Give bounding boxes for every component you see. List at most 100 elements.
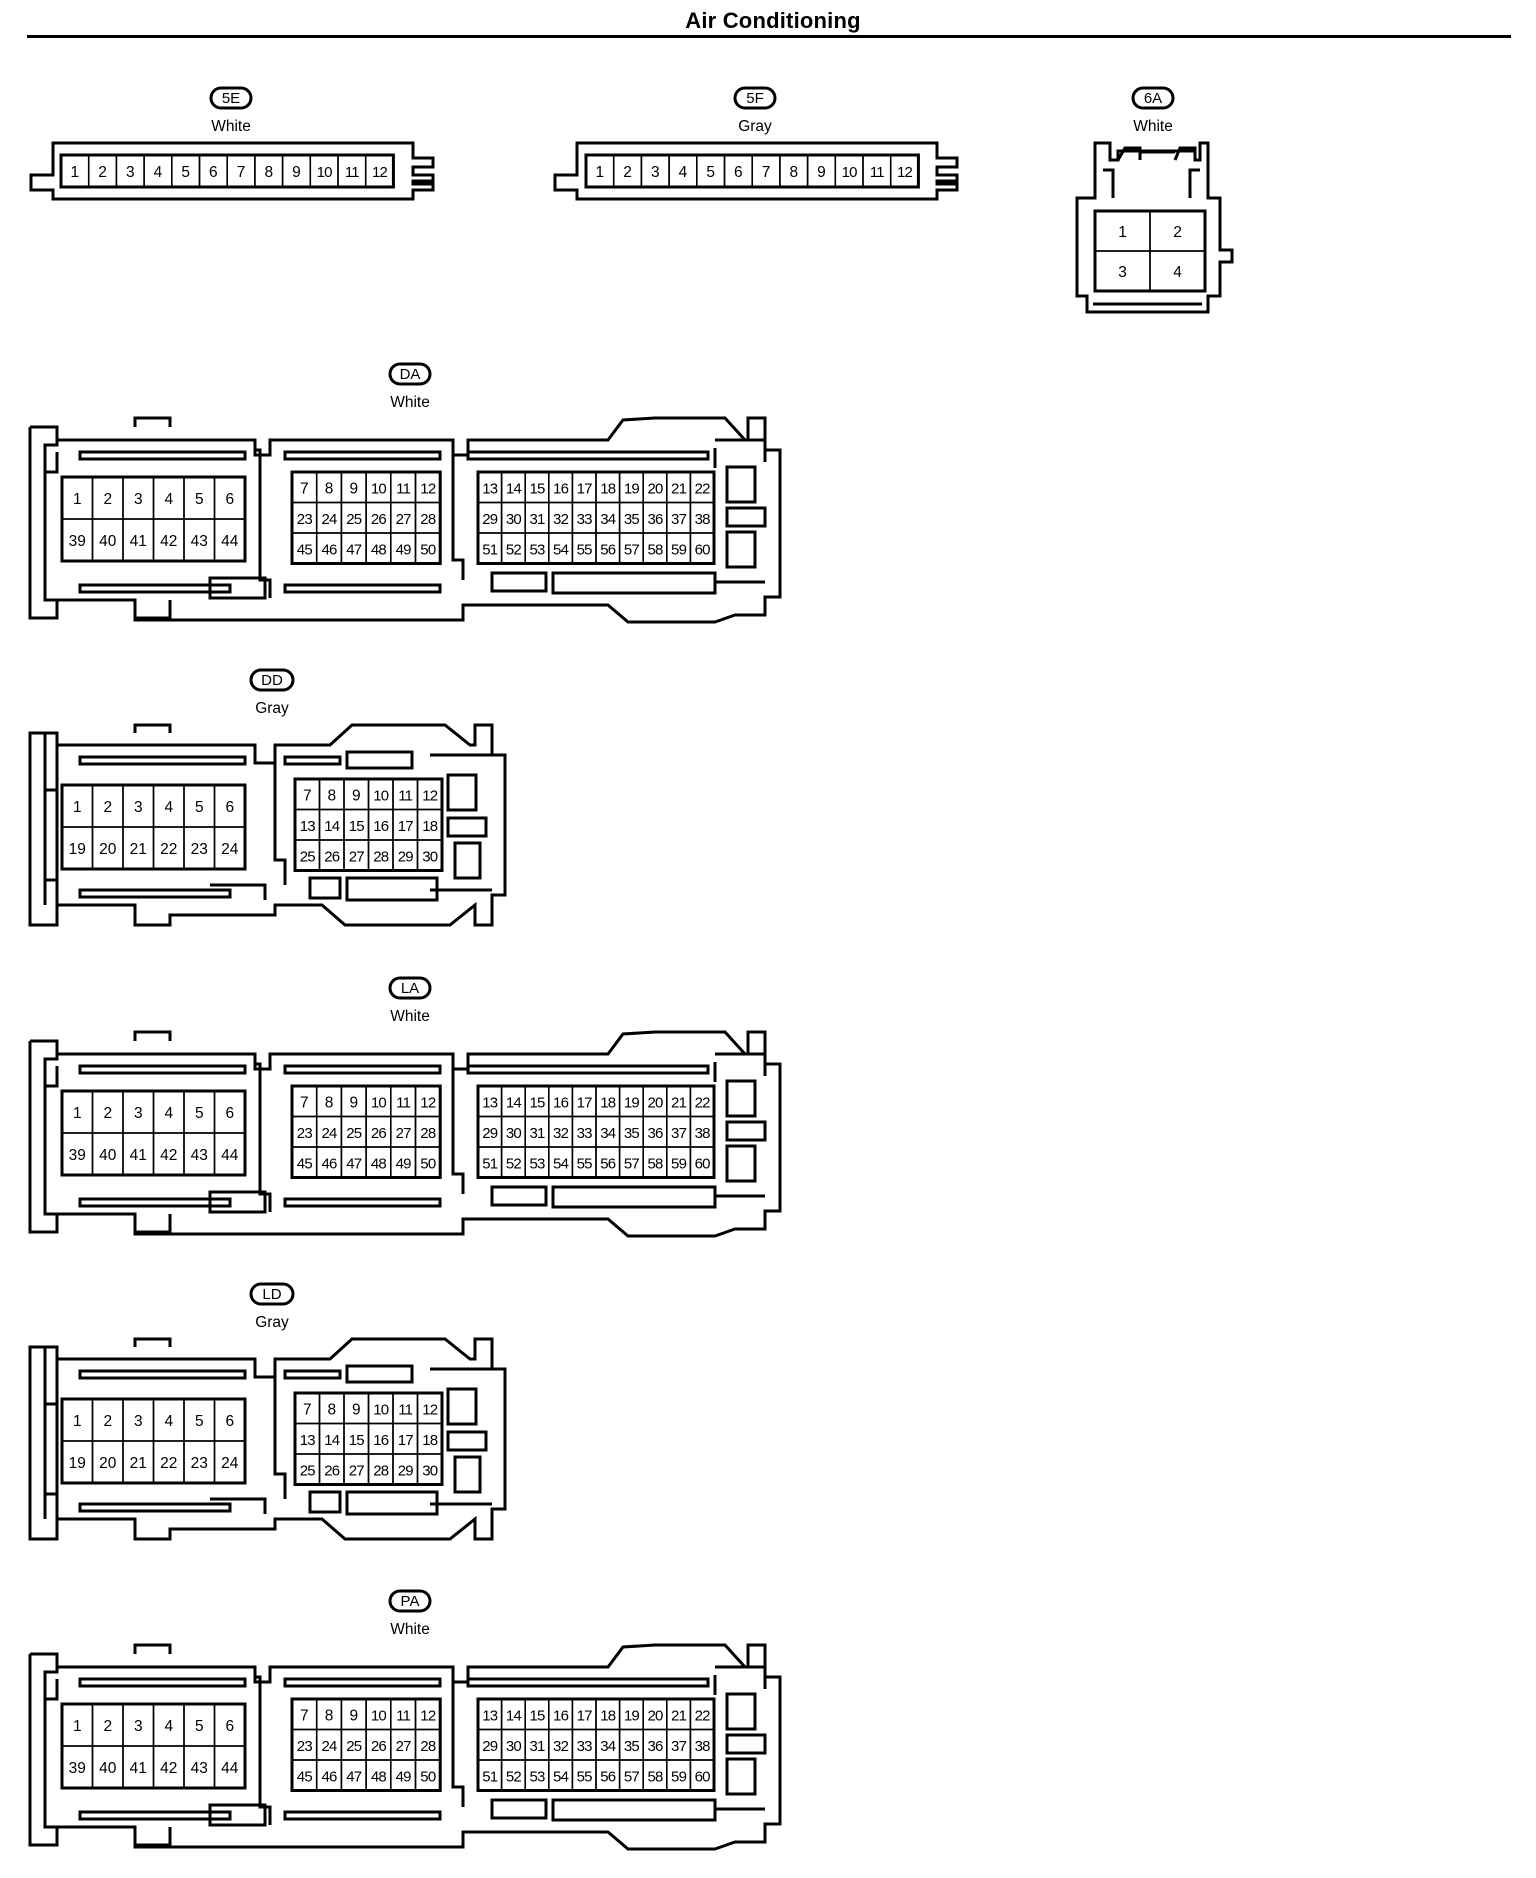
connector-DD-pin-9: 9	[352, 787, 361, 804]
connector-DD-pin-10: 10	[373, 787, 389, 804]
connector-LA-pin-5: 5	[195, 1105, 204, 1122]
connector-DD-color: Gray	[255, 700, 289, 717]
connector-DA-pin-29: 29	[482, 511, 498, 528]
connector-PA-pin-24: 24	[322, 1738, 338, 1755]
connector-LA-pin-52: 52	[506, 1155, 522, 1172]
connector-5F-pin-2: 2	[623, 164, 632, 181]
connector-DA-pin-33: 33	[577, 511, 593, 528]
connector-6A-pin-1: 1	[1118, 224, 1127, 241]
connector-LD-pin-15: 15	[349, 1432, 365, 1449]
connector-DA-pin-5: 5	[195, 491, 204, 508]
connector-DA-code-badge	[388, 362, 432, 386]
connector-DA-pin-43: 43	[191, 533, 208, 550]
connector-LA-pin-45: 45	[297, 1155, 313, 1172]
connector-PA-pin-33: 33	[577, 1738, 593, 1755]
connector-DA-pin-44: 44	[221, 533, 239, 550]
connector-DD-pin-22: 22	[160, 841, 177, 858]
connector-5E-color: White	[211, 118, 251, 135]
connector-DA-pin-31: 31	[529, 511, 545, 528]
connector-DA-pin-cell	[689, 532, 715, 565]
connector-LA-pin-37: 37	[671, 1125, 687, 1142]
connector-LA-pin-48: 48	[371, 1155, 387, 1172]
connector-5F-pin-7: 7	[762, 164, 771, 181]
connector-PA-pin-1: 1	[73, 1718, 82, 1735]
connector-DA-pin-15: 15	[529, 480, 545, 497]
connector-DA-pin-50: 50	[420, 541, 436, 558]
connector-PA-pin-55: 55	[577, 1768, 593, 1785]
connector-DA-pin-51: 51	[482, 541, 498, 558]
connector-DD-pin-14: 14	[324, 818, 340, 835]
connector-DA-pin-40: 40	[99, 533, 117, 550]
connector-5E-pin-12: 12	[372, 164, 388, 181]
connector-5E-housing	[29, 141, 435, 201]
connector-6A-code-badge	[1131, 86, 1175, 110]
connector-PA-pin-12: 12	[420, 1707, 436, 1724]
connector-LD-pin-19: 19	[69, 1455, 86, 1472]
connector-6A-color: White	[1133, 118, 1173, 135]
connector-LA-pin-56: 56	[600, 1155, 616, 1172]
connector-LA-pin-2: 2	[103, 1105, 112, 1122]
connector-PA-pin-27: 27	[396, 1738, 412, 1755]
connector-5E-pin-10: 10	[317, 164, 333, 181]
connector-DA-pin-18: 18	[600, 480, 616, 497]
connector-5F-pin-6: 6	[734, 164, 743, 181]
connector-LA-pin-25: 25	[346, 1125, 362, 1142]
connector-PA-pin-8: 8	[325, 1707, 334, 1724]
connector-DA-pin-57: 57	[624, 541, 640, 558]
connector-LD-pin-8: 8	[327, 1401, 336, 1418]
connector-5E-pin-2: 2	[98, 164, 107, 181]
connector-PA-pin-30: 30	[506, 1738, 522, 1755]
connector-LA-pin-50: 50	[420, 1155, 436, 1172]
connector-PA-pin-31: 31	[529, 1738, 545, 1755]
connector-DA-pin-60: 60	[695, 541, 711, 558]
connector-LD-code: LD	[262, 1286, 281, 1303]
connector-LD-pin-27: 27	[349, 1462, 365, 1479]
connector-LA-pin-16: 16	[553, 1094, 569, 1111]
connector-LA-pin-44: 44	[221, 1147, 239, 1164]
connector-PA-pin-51: 51	[482, 1768, 498, 1785]
connector-DD-pin-7: 7	[303, 787, 312, 804]
connector-LA-pin-15: 15	[529, 1094, 545, 1111]
connector-DD-pin-cell	[416, 839, 443, 872]
connector-DA-pin-54: 54	[553, 541, 569, 558]
connector-DA-pin-34: 34	[600, 511, 616, 528]
connector-PA-pin-41: 41	[130, 1760, 147, 1777]
connector-DA-pin-56: 56	[600, 541, 616, 558]
connector-6A-latch	[1093, 146, 1202, 306]
connector-LA-pin-60: 60	[695, 1155, 711, 1172]
connector-DD-pin-26: 26	[324, 848, 340, 865]
connector-LD-pin-2: 2	[103, 1413, 112, 1430]
connector-5E-code: 5E	[222, 90, 240, 107]
connector-DA-color: White	[390, 394, 430, 411]
connector-DA-pin-55: 55	[577, 541, 593, 558]
connector-DA-code: DA	[400, 366, 421, 383]
connector-PA-pin-20: 20	[647, 1707, 663, 1724]
connector-LA-pin-31: 31	[529, 1125, 545, 1142]
connector-DA-pin-49: 49	[396, 541, 412, 558]
connector-5E-code-badge	[209, 86, 253, 110]
connector-PA-pin-9: 9	[349, 1707, 358, 1724]
connector-DD-pin-19: 19	[69, 841, 86, 858]
connector-PA-pin-17: 17	[577, 1707, 593, 1724]
connector-DD-pin-6: 6	[225, 799, 234, 816]
connector-PA-pin-15: 15	[529, 1707, 545, 1724]
connector-DD-pin-30: 30	[422, 848, 438, 865]
connector-PA-pin-2: 2	[103, 1718, 112, 1735]
connector-LD-pin-11: 11	[398, 1401, 412, 1418]
connector-PA-pin-54: 54	[553, 1768, 569, 1785]
connector-DD-pin-13: 13	[300, 818, 316, 835]
connector-DA-pin-14: 14	[506, 480, 522, 497]
connector-DA-pin-17: 17	[577, 480, 593, 497]
connector-PA-pin-11: 11	[396, 1707, 410, 1724]
connector-LA-pin-29: 29	[482, 1125, 498, 1142]
connector-LA-pin-51: 51	[482, 1155, 498, 1172]
connector-DA-pin-2: 2	[103, 491, 112, 508]
connector-PA-pin-52: 52	[506, 1768, 522, 1785]
connector-PA-pin-46: 46	[322, 1768, 338, 1785]
connector-5E-pin-4: 4	[154, 164, 163, 181]
connector-PA-pin-28: 28	[420, 1738, 436, 1755]
connector-LA-pin-26: 26	[371, 1125, 387, 1142]
connector-PA-pin-34: 34	[600, 1738, 616, 1755]
